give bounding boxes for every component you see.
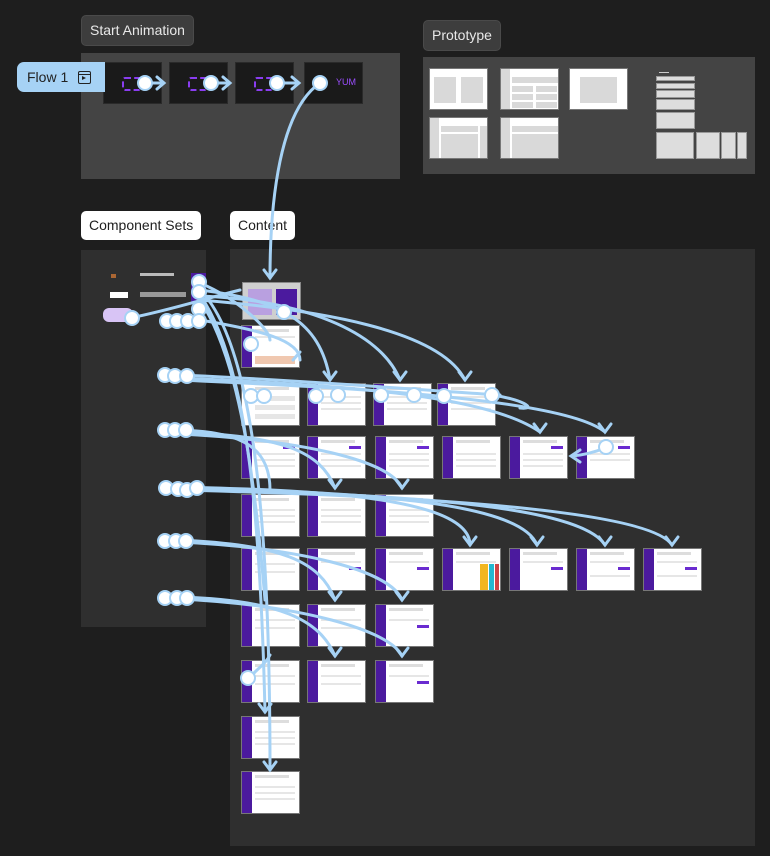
- connection-handle[interactable]: [179, 368, 195, 384]
- connection-handle[interactable]: [308, 388, 324, 404]
- screen-b1[interactable]: [241, 436, 300, 479]
- screen-d7[interactable]: [643, 548, 702, 591]
- flow-label: Flow 1: [27, 69, 69, 85]
- screen-e3[interactable]: [375, 604, 434, 647]
- flow-starting-point[interactable]: Flow 1: [17, 62, 105, 92]
- connection-handle[interactable]: [191, 284, 207, 300]
- screen-d5[interactable]: [509, 548, 568, 591]
- connection-handle[interactable]: [373, 387, 389, 403]
- connection-handle[interactable]: [240, 670, 256, 686]
- screen-login[interactable]: [242, 282, 301, 320]
- screen-c2[interactable]: [307, 494, 366, 537]
- connection-handle[interactable]: [243, 336, 259, 352]
- screen-c3[interactable]: [375, 494, 434, 537]
- component-sets-section: [81, 250, 206, 627]
- connection-handle[interactable]: [203, 75, 219, 91]
- screen-b3[interactable]: [375, 436, 434, 479]
- animation-frame-3[interactable]: [235, 62, 294, 104]
- connection-handle[interactable]: [276, 304, 292, 320]
- animation-frame-1[interactable]: [103, 62, 162, 104]
- connection-handle[interactable]: [178, 422, 194, 438]
- connection-handle[interactable]: [598, 439, 614, 455]
- screen-b2[interactable]: [307, 436, 366, 479]
- screen-c1[interactable]: [241, 494, 300, 537]
- screen-g1[interactable]: [241, 716, 300, 759]
- connection-handle[interactable]: [436, 388, 452, 404]
- screen-h1[interactable]: [241, 771, 300, 814]
- connection-handle[interactable]: [124, 310, 140, 326]
- screen-d3[interactable]: [375, 548, 434, 591]
- connection-handle[interactable]: [178, 533, 194, 549]
- wireframe-modal[interactable]: [569, 68, 628, 110]
- connection-handle[interactable]: [137, 75, 153, 91]
- wireframe-login[interactable]: [429, 68, 488, 110]
- screen-e2[interactable]: [307, 604, 366, 647]
- component-toast[interactable]: [110, 292, 128, 298]
- connection-handle[interactable]: [189, 480, 205, 496]
- component-toolbar[interactable]: [140, 292, 186, 297]
- screen-f3[interactable]: [375, 660, 434, 703]
- play-frame-icon[interactable]: [78, 70, 92, 84]
- section-label-content[interactable]: Content: [230, 211, 296, 240]
- connection-handle[interactable]: [269, 75, 285, 91]
- section-label-component-sets[interactable]: Component Sets: [81, 211, 202, 240]
- section-label-start-animation[interactable]: Start Animation: [81, 15, 194, 46]
- wireframe-list[interactable]: [500, 117, 559, 159]
- connection-handle[interactable]: [312, 75, 328, 91]
- wireframe-dashboard[interactable]: [500, 68, 559, 110]
- screen-b5[interactable]: [509, 436, 568, 479]
- connection-handle[interactable]: [406, 387, 422, 403]
- screen-d6[interactable]: [576, 548, 635, 591]
- component-input[interactable]: [140, 273, 174, 276]
- component-status-dots[interactable]: [111, 274, 116, 278]
- screen-f2[interactable]: [307, 660, 366, 703]
- screen-e1[interactable]: [241, 604, 300, 647]
- section-label-prototype[interactable]: Prototype: [423, 20, 501, 51]
- connection-handle[interactable]: [484, 387, 500, 403]
- screen-d4-report[interactable]: [442, 548, 501, 591]
- connection-handle[interactable]: [191, 313, 207, 329]
- screen-d1[interactable]: [241, 548, 300, 591]
- connection-handle[interactable]: [256, 388, 272, 404]
- animation-frame-2[interactable]: [169, 62, 228, 104]
- connection-handle[interactable]: [179, 590, 195, 606]
- screen-d2[interactable]: [307, 548, 366, 591]
- prototype-section: [423, 57, 755, 174]
- wireframe-detail[interactable]: [429, 117, 488, 159]
- screen-b6[interactable]: [576, 436, 635, 479]
- screen-b4[interactable]: [442, 436, 501, 479]
- connection-handle[interactable]: [330, 387, 346, 403]
